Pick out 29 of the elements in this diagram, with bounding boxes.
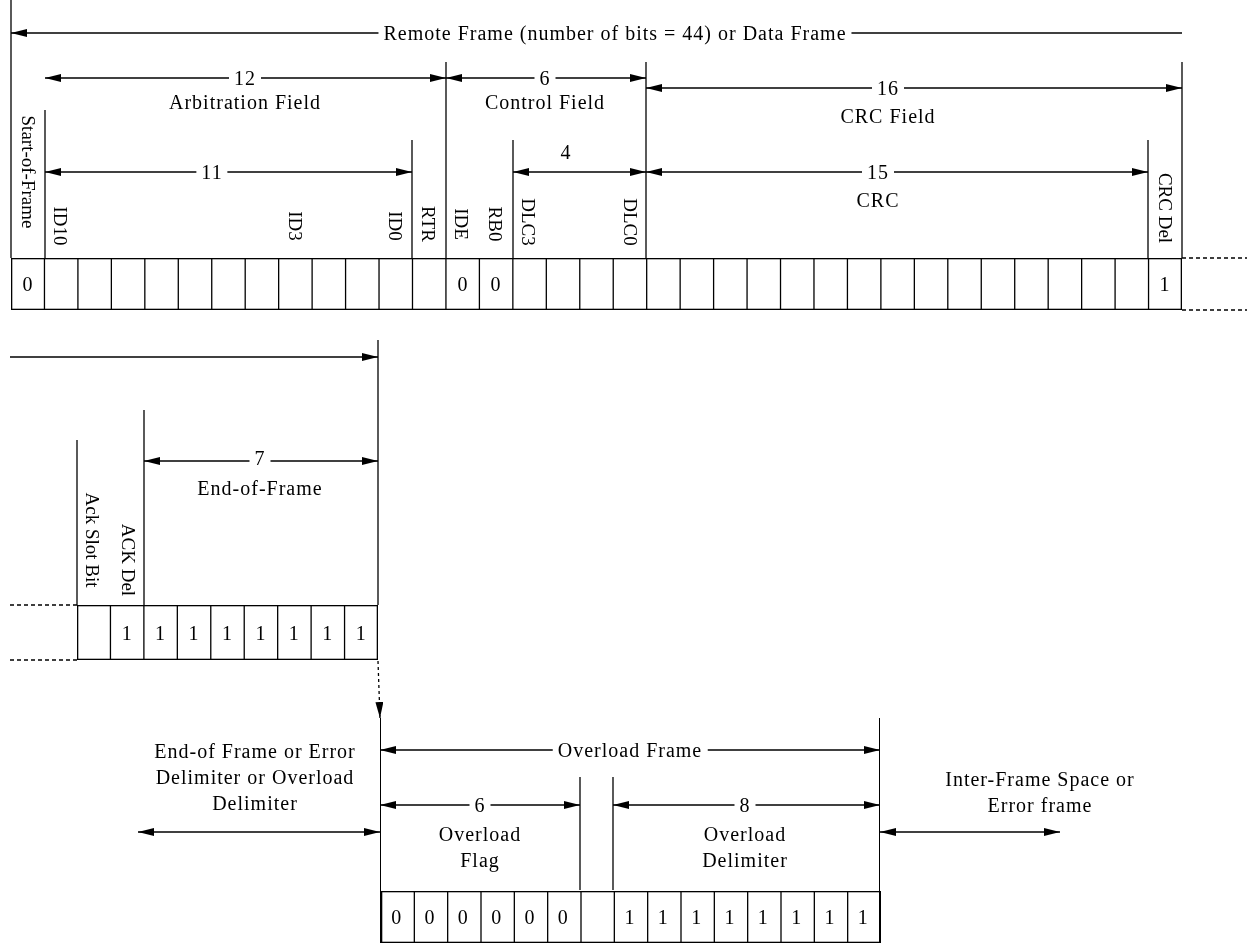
- bit-value: 0: [524, 905, 536, 930]
- bit-value: 1: [155, 621, 167, 646]
- bit-value: 1: [757, 905, 769, 930]
- bit-value: 0: [457, 905, 469, 930]
- bit-value: 0: [391, 905, 403, 930]
- bit-value: 1: [221, 621, 233, 646]
- bit-value: 1: [322, 621, 334, 646]
- bit-value: 1: [355, 621, 367, 646]
- bit-value: 0: [424, 905, 436, 930]
- bit-value: 1: [857, 905, 869, 930]
- bit-value: 1: [724, 905, 736, 930]
- bit-value: 1: [188, 621, 200, 646]
- bit-value: 0: [22, 272, 34, 297]
- bit-value: 0: [490, 272, 502, 297]
- bit-value: 1: [288, 621, 300, 646]
- bit-value: 1: [255, 621, 267, 646]
- bit-value: 1: [624, 905, 636, 930]
- bit-value: 1: [791, 905, 803, 930]
- arrow: [375, 660, 384, 719]
- bit-value: 1: [121, 621, 133, 646]
- bit-value: 1: [657, 905, 669, 930]
- bit-field-row: [77, 605, 378, 660]
- bit-value: 0: [457, 272, 469, 297]
- bit-field-row: [11, 258, 1182, 310]
- bit-value: 1: [1159, 272, 1171, 297]
- bit-value: 0: [491, 905, 503, 930]
- bit-value: 1: [824, 905, 836, 930]
- bit-value: 1: [691, 905, 703, 930]
- bit-value: 0: [557, 905, 569, 930]
